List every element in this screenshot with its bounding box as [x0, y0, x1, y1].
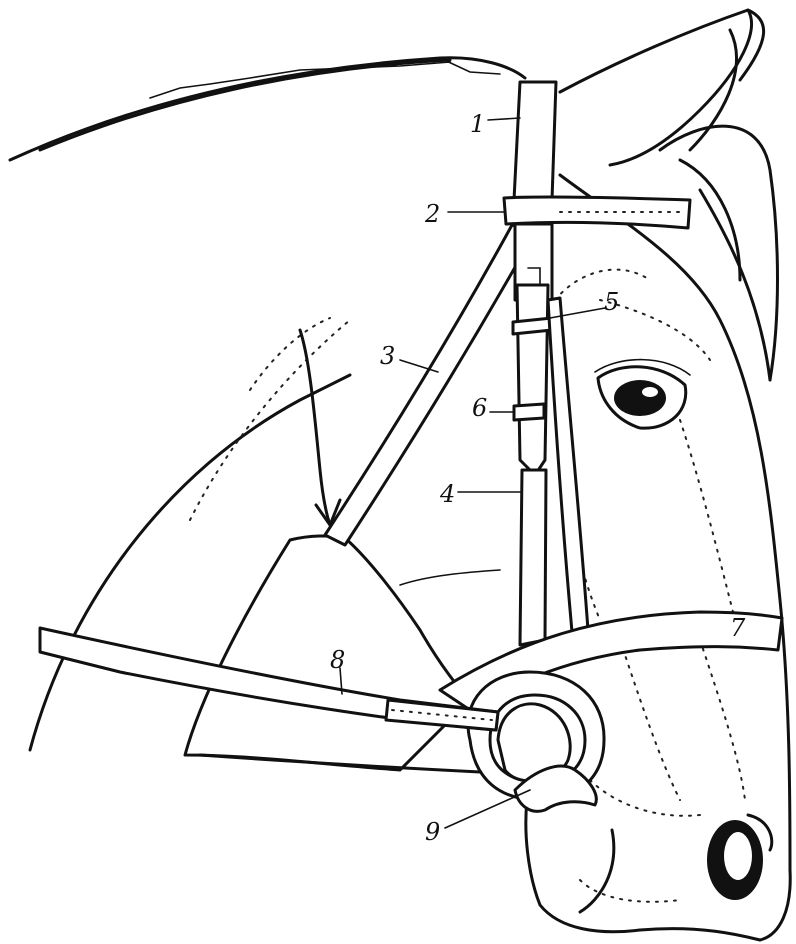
- label-2: 2: [424, 200, 440, 228]
- eye: [595, 360, 690, 429]
- cheekpiece: [513, 224, 552, 645]
- label-4: 4: [439, 480, 455, 508]
- forelock: [660, 126, 778, 380]
- label-5: 5: [604, 288, 619, 316]
- ear: [560, 10, 764, 165]
- label-3: 3: [380, 342, 395, 370]
- label-6: 6: [472, 394, 487, 422]
- mane: [10, 58, 525, 160]
- label-7: 7: [730, 614, 746, 642]
- crownpiece: [514, 82, 556, 200]
- label-1: 1: [470, 110, 485, 138]
- label-8: 8: [330, 646, 345, 674]
- throatlatch-strap: [325, 225, 535, 545]
- leader-1: [488, 118, 520, 120]
- label-9: 9: [425, 818, 440, 846]
- rear-cheek-strap: [548, 298, 588, 632]
- leader-9: [445, 790, 530, 828]
- nostril: [707, 815, 772, 900]
